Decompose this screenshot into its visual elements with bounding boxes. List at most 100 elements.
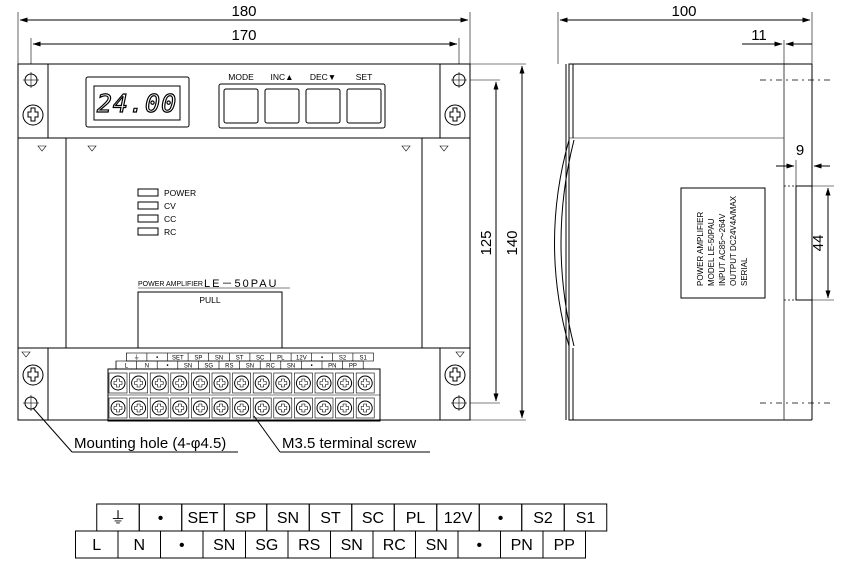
terminal-screw[interactable] (335, 372, 354, 394)
dimension-width-overall: 180 (17, 3, 471, 64)
terminal-cell: ST (308, 503, 353, 532)
terminal-cell-label: • (498, 510, 504, 527)
terminal-screw[interactable] (335, 397, 354, 419)
terminal-screw[interactable] (232, 372, 251, 394)
terminal-cell-label: L (92, 537, 101, 554)
indicator-3: CC (137, 214, 176, 224)
mini-terminal-bottom-label: • (311, 364, 313, 370)
terminal-screw[interactable] (108, 372, 128, 394)
terminal-cell: • (138, 503, 183, 532)
indicator-led (137, 188, 159, 197)
terminal-cell: SN (415, 530, 459, 559)
terminal-screw[interactable] (108, 397, 128, 419)
terminal-cell: PP (542, 530, 586, 559)
terminal-cell-label: SP (235, 510, 256, 527)
cover-screw-top-left (22, 104, 44, 126)
button-3[interactable] (305, 88, 341, 124)
terminal-screw[interactable] (314, 397, 334, 419)
mounting-holes (22, 72, 467, 411)
terminal-cell-label: SC (362, 510, 384, 527)
terminal-cell: SN (266, 503, 310, 532)
terminal-screw[interactable] (191, 397, 210, 419)
terminal-screw[interactable] (314, 372, 334, 394)
terminal-screw[interactable] (294, 397, 313, 419)
mini-terminal-top-label: SC (256, 356, 265, 362)
terminal-cell: SN (202, 530, 246, 559)
terminal-cell-label: SN (277, 510, 299, 527)
mini-terminal-top-label: S1 (360, 356, 368, 362)
button-label: SET (356, 72, 373, 82)
cover-screw-top-right (444, 104, 466, 126)
mini-terminal-bottom-label: • (166, 364, 168, 370)
dimension-height-overall-label: 140 (504, 230, 521, 255)
terminal-screw[interactable] (211, 397, 231, 419)
terminal-screw[interactable] (149, 372, 169, 394)
mini-terminal-top-label: SET (172, 356, 184, 362)
terminal-screw[interactable] (252, 397, 272, 419)
dimension-depth-front: 11 (742, 27, 812, 64)
mini-terminal-bottom-label: RC (266, 364, 275, 370)
terminal-cell: PL (393, 503, 438, 532)
dimension-rail-offset-label: 9 (796, 142, 804, 159)
dimension-height-holes-label: 125 (478, 230, 495, 255)
dimension-height-overall: 140 (470, 63, 526, 421)
terminal-screw[interactable] (170, 372, 190, 394)
terminal-screw[interactable] (149, 397, 169, 419)
cover-screw-bottom-left (22, 364, 44, 386)
button-2[interactable] (264, 88, 300, 124)
dimension-width-holes: 170 (30, 27, 460, 64)
terminal-screw[interactable] (294, 372, 313, 394)
mounting-hole-top-right (451, 72, 467, 88)
terminal-cell-label: RC (383, 537, 406, 554)
dimension-depth-overall-label: 100 (671, 3, 696, 20)
terminal-cell-label: • (179, 537, 185, 554)
button-label: MODE (228, 72, 254, 82)
mini-terminal-bottom-label: SN (287, 364, 295, 370)
terminal-screw[interactable] (211, 372, 231, 394)
terminal-cell-label: • (158, 510, 164, 527)
terminal-cell: RC (372, 530, 416, 559)
terminal-screw[interactable] (273, 372, 293, 394)
terminal-cell-label: RS (298, 537, 320, 554)
terminal-screw[interactable] (355, 397, 375, 419)
callout-terminal-screw-text: M3.5 terminal screw (282, 435, 416, 452)
brand-text: POWER AMPLIFIER (138, 281, 203, 288)
front-label: POWER AMPLIFIER LE－50PAU (138, 278, 290, 290)
terminal-cell: SN (330, 530, 374, 559)
led-display: 24.00 (85, 76, 190, 128)
terminal-cell: SG (245, 530, 289, 559)
terminal-screw[interactable] (191, 372, 210, 394)
mini-terminal-top-label: • (156, 356, 158, 362)
terminal-screw[interactable] (170, 397, 190, 419)
terminal-screw[interactable] (355, 372, 375, 394)
dimension-rail-offset: 9 (776, 142, 830, 186)
terminal-cell-label: PN (511, 537, 533, 554)
mini-terminal-bottom-label: SN (246, 364, 254, 370)
terminal-cell: • (478, 503, 523, 532)
cover-screw-bottom-right (444, 364, 466, 386)
terminal-cell: • (457, 530, 501, 559)
terminal-screw[interactable] (273, 397, 293, 419)
terminal-screw[interactable] (252, 372, 272, 394)
indicator-2: CV (137, 201, 176, 211)
indicator-4: RC (137, 227, 176, 237)
dimension-height-holes: 125 (470, 79, 500, 404)
button-4[interactable] (346, 88, 382, 124)
terminal-cell: PN (500, 530, 544, 559)
dimension-rail-height: 44 (810, 185, 834, 301)
dimension-width-holes-label: 170 (231, 27, 256, 44)
terminal-cell: • (160, 530, 204, 559)
dimension-rail-height-label: 44 (810, 235, 827, 252)
terminal-cell-label: ⏚ (110, 509, 126, 527)
terminal-screw[interactable] (129, 372, 148, 394)
side-label-line: POWER AMPLIFIER (696, 212, 705, 286)
button-1[interactable] (223, 88, 259, 124)
terminal-screw[interactable] (129, 397, 148, 419)
indicator-led (137, 201, 159, 210)
terminal-screw[interactable] (232, 397, 251, 419)
side-label-line: SERIAL (740, 257, 749, 286)
pull-cover[interactable]: PULL (137, 291, 283, 349)
terminal-cell-label: N (133, 537, 145, 554)
